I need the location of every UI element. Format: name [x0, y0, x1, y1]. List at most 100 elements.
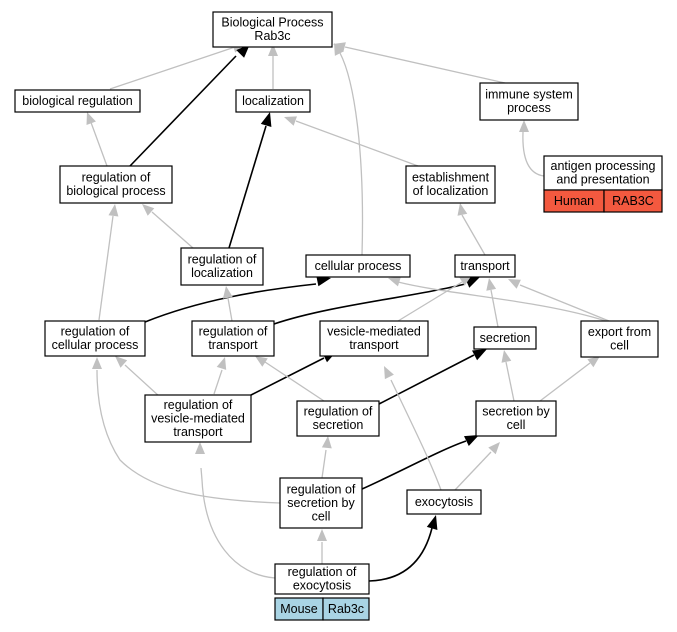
node-label-line: cellular process [52, 338, 139, 352]
edge-exp-to-trans [519, 284, 610, 322]
node-box [279, 477, 363, 529]
go-term-node-breg[interactable]: biological regulation [14, 89, 141, 113]
node-label-line: transport [460, 259, 510, 273]
go-term-node-sec[interactable]: secretion [473, 326, 537, 350]
go-term-node-trans[interactable]: transport [454, 254, 516, 278]
node-label-line: regulation of [164, 398, 233, 412]
arrowhead-imm-to-bp [333, 42, 346, 52]
arrowheads-layer [86, 42, 600, 541]
edge-exo-to-vmt [390, 379, 442, 491]
arrowhead-vmt-to-trans [459, 275, 472, 286]
gene-cell [322, 597, 370, 621]
edge-rexo-to-rvmt [200, 467, 276, 579]
node-label-line: biological process [66, 184, 165, 198]
arrowhead-rexo-to-rvmt [195, 442, 205, 454]
node-box [180, 247, 264, 286]
node-label-line: regulation of [188, 253, 257, 267]
node-box [479, 82, 579, 121]
edge-rbp-to-breg [88, 116, 108, 167]
node-label-line: cellular process [315, 259, 402, 273]
node-box [59, 165, 173, 204]
node-label-line: biological regulation [22, 94, 133, 108]
edge-rvmt-to-rcp [124, 364, 161, 398]
arrowhead-rsbc-to-rcp [92, 357, 102, 369]
node-label-line: regulation of [304, 405, 373, 419]
arrowhead-rsbc-to-sbc [464, 435, 479, 446]
node-label-line: secretion [313, 418, 364, 432]
edge-ant-to-imm [522, 131, 545, 177]
node-box [406, 489, 482, 515]
edge-trans-to-est [461, 214, 486, 256]
edge-sbc-to-sec [505, 361, 515, 402]
edge-rexo-to-exo [368, 527, 433, 582]
edge-cell-to-bp [339, 52, 364, 256]
node-label-line: regulation of [287, 482, 356, 496]
edge-est-to-loc [295, 120, 419, 167]
node-label-line: secretion by [482, 405, 550, 419]
gene-label: Rab3c [328, 602, 364, 616]
arrowhead-trans-to-est [457, 203, 468, 216]
edge-rbp-to-bp [129, 55, 237, 167]
arrowhead-rtr-to-rloc [222, 286, 233, 299]
node-label-line: transport [208, 338, 258, 352]
node-box [319, 320, 429, 357]
node-label-line: cell [610, 339, 629, 353]
edge-rcp-to-rbp [98, 215, 114, 321]
arrowhead-rcp-to-rbp [108, 204, 119, 217]
node-label-line: localization [191, 266, 253, 280]
arrowhead-exp-to-cell [388, 276, 401, 287]
node-label-line: cell [507, 418, 526, 432]
arrowhead-sbc-to-sec [501, 350, 512, 363]
node-box [14, 89, 141, 113]
edge-rsbc-to-sbc [361, 440, 467, 490]
edge-rsec-to-rtr [264, 361, 325, 402]
arrowhead-rexo-to-exo [426, 515, 438, 530]
edge-imm-to-bp [344, 46, 506, 84]
edge-rvmt-to-rtr [213, 369, 223, 395]
node-box [274, 563, 370, 595]
node-box [473, 326, 537, 350]
edge-rsbc-to-rsec [321, 449, 327, 479]
go-term-node-exo[interactable]: exocytosis [406, 489, 482, 515]
arrowhead-exo-to-sbc [488, 442, 500, 455]
gene-label: RAB3C [612, 194, 654, 208]
node-label-line: exocytosis [415, 495, 473, 509]
arrowhead-est-to-loc [284, 116, 297, 126]
arrowhead-rvmt-to-rtr [216, 357, 227, 370]
edge-vmt-to-trans [397, 281, 463, 322]
go-term-node-cell[interactable]: cellular process [305, 254, 411, 278]
node-box [235, 89, 311, 113]
node-label-line: exocytosis [293, 579, 351, 593]
node-box [405, 165, 496, 204]
go-term-node-loc[interactable]: localization [235, 89, 311, 113]
arrowhead-rloc-to-loc [260, 112, 272, 127]
arrowhead-rcp-to-cell [316, 275, 331, 287]
node-box [144, 394, 252, 443]
edge-sbc-to-exp [539, 362, 591, 402]
arrowhead-exp-to-trans [508, 279, 521, 289]
node-label-line: Biological Process [221, 16, 323, 30]
node-label-line: process [507, 101, 551, 115]
node-label-line: Rab3c [254, 29, 290, 43]
node-label-line: antigen processing [551, 159, 656, 173]
node-label-line: regulation of [288, 565, 357, 579]
arrowhead-rvmt-to-rcp [115, 356, 128, 368]
node-box [454, 254, 516, 278]
